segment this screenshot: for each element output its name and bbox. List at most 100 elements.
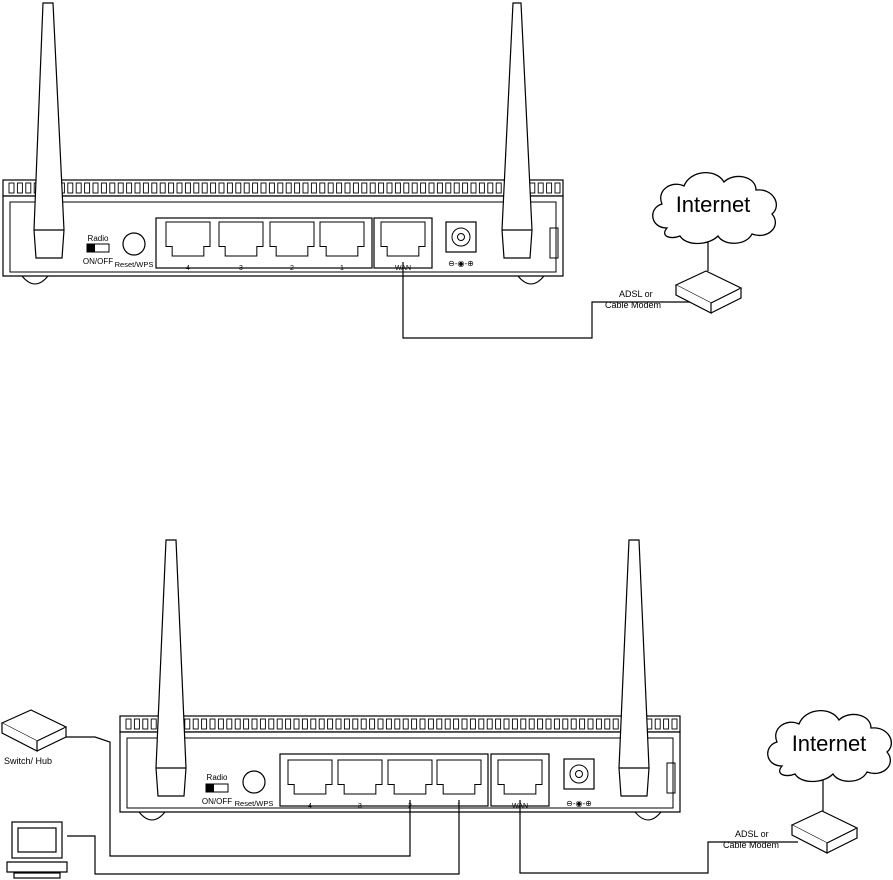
vent-slot (277, 719, 282, 729)
modem-2-label-line: ADSL or (735, 829, 769, 839)
wan-port[interactable] (381, 222, 425, 256)
lan-port[interactable] (320, 222, 364, 256)
vent-slot (261, 183, 266, 193)
vent-slot (378, 719, 383, 729)
vent-slot (471, 183, 476, 193)
vent-slot (286, 719, 291, 729)
vent-slot (320, 183, 325, 193)
vent-slot (529, 719, 534, 729)
router-1-reset-button[interactable] (123, 233, 145, 255)
vent-slot (227, 183, 232, 193)
router-2-foot-left (139, 812, 165, 820)
vent-slot (445, 719, 450, 729)
vent-slot (135, 183, 140, 193)
lan-port[interactable] (388, 760, 432, 794)
router-1-antenna-right (502, 3, 532, 258)
vent-slot (555, 183, 560, 193)
vent-slot (177, 183, 182, 193)
lan-port[interactable] (166, 222, 210, 256)
lan-port[interactable] (288, 760, 332, 794)
vent-slot (193, 719, 198, 729)
vent-slot (588, 719, 593, 729)
router-2-wan-port[interactable] (498, 760, 542, 794)
vent-slot (428, 719, 433, 729)
modem-1-label-line: Cable Modem (605, 300, 661, 310)
router-1-wan-port[interactable] (381, 222, 425, 256)
vent-slot (554, 719, 559, 729)
router-2-reset-label: Reset/WPS (235, 799, 274, 808)
vent-slot (278, 183, 283, 193)
vent-slot (127, 183, 132, 193)
router-1-lan-port-label: 4 (186, 265, 190, 272)
router-1-antenna-left (34, 3, 64, 258)
vent-slot (269, 719, 274, 729)
router-1-radio-label: Radio (88, 234, 109, 243)
internet-2-label: Internet (792, 731, 867, 756)
vent-slot (429, 183, 434, 193)
vent-slot (420, 719, 425, 729)
wan-port[interactable] (498, 760, 542, 794)
vent-slot (9, 183, 14, 193)
router-1-foot-left (22, 276, 48, 284)
vent-slot (496, 183, 501, 193)
vent-slot (110, 183, 115, 193)
vent-slot (152, 183, 157, 193)
vent-slot (302, 719, 307, 729)
vent-slot (479, 183, 484, 193)
vent-slot (85, 183, 90, 193)
vent-slot (253, 183, 258, 193)
router-2-power-jack[interactable] (564, 759, 594, 789)
vent-slot (134, 719, 139, 729)
lan-port[interactable] (437, 760, 481, 794)
vent-slot (252, 719, 257, 729)
vent-slot (294, 719, 299, 729)
computer-icon (7, 822, 67, 878)
vent-slot (185, 719, 190, 729)
vent-slot (236, 183, 241, 193)
vent-slot (605, 719, 610, 729)
vent-slot (353, 719, 358, 729)
vent-slot (169, 183, 174, 193)
vent-slot (512, 719, 517, 729)
vent-slot (521, 719, 526, 729)
vent-slot (437, 719, 442, 729)
vent-slot (395, 183, 400, 193)
router-2-switch-label: ON/OFF (202, 797, 232, 806)
switch-hub-device (2, 710, 66, 751)
vent-slot (664, 719, 669, 729)
switch-hub-label: Switch/ Hub (4, 756, 52, 766)
router-1-foot-right (518, 276, 544, 284)
lan-port[interactable] (270, 222, 314, 256)
router-1-power-symbol: ⊖-◉-⊕ (448, 259, 474, 268)
modem-1 (676, 271, 741, 313)
lan-port[interactable] (219, 222, 263, 256)
vent-slot (211, 183, 216, 193)
router-2-reset-button[interactable] (243, 771, 265, 793)
router-1-power-jack[interactable] (446, 222, 476, 252)
vent-slot (462, 719, 467, 729)
router-1-radio-switch[interactable] (87, 244, 109, 252)
vent-slot (286, 183, 291, 193)
vent-slot (538, 183, 543, 193)
vent-slot (311, 183, 316, 193)
vent-slot (655, 719, 660, 729)
router-2-radio-switch[interactable] (206, 784, 228, 792)
vent-slot (504, 719, 509, 729)
vent-slot (403, 719, 408, 729)
vent-slot (361, 719, 366, 729)
vent-slot (244, 719, 249, 729)
vent-slot (68, 183, 73, 193)
vent-slot (463, 183, 468, 193)
vent-slot (328, 183, 333, 193)
router-2-radio-label: Radio (207, 773, 228, 782)
vent-slot (244, 183, 249, 193)
vent-slot (353, 183, 358, 193)
vent-slot (151, 719, 156, 729)
vent-slot (202, 719, 207, 729)
vent-slot (311, 719, 316, 729)
vent-slot (143, 719, 148, 729)
lan-port[interactable] (338, 760, 382, 794)
modem-1-label-line: ADSL or (619, 289, 653, 299)
vent-slot (194, 183, 199, 193)
